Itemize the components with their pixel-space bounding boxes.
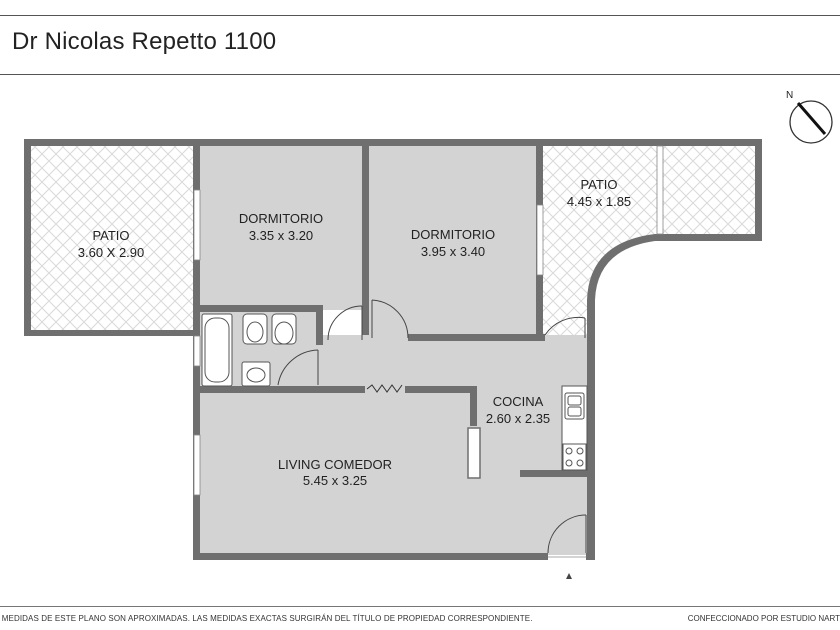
wall-patio-bottom: [24, 330, 197, 336]
wall-patio-right-bottom: [655, 234, 762, 241]
wall-bath-right: [316, 305, 323, 345]
room-name: LIVING COMEDOR: [278, 457, 392, 472]
page-title: Dr Nicolas Repetto 1100: [12, 28, 277, 55]
room-size: 4.45 x 1.85: [567, 194, 631, 209]
door-bed1: [327, 305, 363, 341]
wall-kitchen-bottom: [520, 470, 595, 477]
patio-right-floor: [540, 145, 755, 340]
wall-patio-right-door-left: [540, 334, 545, 341]
title-rule: [0, 74, 840, 75]
disclaimer-text: S MEDIDAS DE ESTE PLANO SON APROXIMADAS.…: [0, 614, 533, 623]
room-name: PATIO: [92, 228, 129, 243]
room-name: DORMITORIO: [239, 211, 323, 226]
room-size: 5.45 x 3.25: [303, 473, 367, 488]
room-labels: PATIO 3.60 X 2.90 DORMITORIO 3.35 x 3.20…: [78, 177, 631, 488]
wall-right-lower: [587, 335, 595, 560]
compass-needle: [796, 102, 827, 135]
wall-kitchen-left: [470, 386, 477, 426]
room-size: 3.35 x 3.20: [249, 228, 313, 243]
compass: N: [786, 90, 833, 144]
wall-curve: [587, 234, 655, 300]
wall-bottom-right: [586, 553, 595, 560]
kitchen-fixtures: [561, 385, 588, 471]
compass-label: N: [786, 90, 793, 101]
wall-right-upper: [587, 300, 595, 340]
room-size: 3.60 X 2.90: [78, 245, 145, 260]
room-name: PATIO: [580, 177, 617, 192]
door-bath: [277, 349, 319, 386]
stove: [562, 443, 587, 471]
wall-hall-bottom: [405, 386, 477, 393]
bedroom-2-floor: [368, 145, 538, 335]
wall-bed1-bottom: [193, 305, 323, 312]
hall-floor: [318, 335, 593, 390]
compass-circle: [789, 100, 833, 144]
door-patio: [544, 316, 586, 336]
top-rule: [0, 15, 840, 16]
wall-top: [24, 139, 762, 146]
entrance-arrow: [566, 573, 572, 579]
room-size: 3.95 x 3.40: [421, 244, 485, 259]
patio-left-floor: [30, 145, 195, 330]
room-name: COCINA: [493, 394, 544, 409]
door-bed2: [371, 299, 409, 339]
windows: [193, 145, 664, 496]
window-bed1: [193, 189, 201, 261]
counter-island: [467, 427, 481, 479]
wall-bed2-bottom: [408, 334, 542, 341]
wall-bed1-bed2: [362, 139, 369, 335]
window-bath: [193, 335, 201, 367]
credit-text: CONFECCIONADO POR ESTUDIO NART: [687, 614, 840, 623]
bathroom-fixtures: [201, 313, 297, 387]
room-name: DORMITORIO: [411, 227, 495, 242]
wall-bottom: [194, 553, 548, 560]
window-patio-right: [656, 145, 664, 235]
door-entrance: [547, 514, 587, 554]
wall-right-patio: [755, 139, 762, 241]
door-folding: [366, 384, 403, 393]
wall-left-patio: [24, 139, 31, 336]
footer-rule: [0, 606, 840, 607]
window-bed2: [536, 204, 544, 276]
bedroom-1-floor: [200, 145, 363, 310]
doors: [277, 299, 587, 558]
room-size: 2.60 x 2.35: [486, 411, 550, 426]
window-living: [193, 434, 201, 496]
wall-bath-bottom: [193, 386, 365, 393]
